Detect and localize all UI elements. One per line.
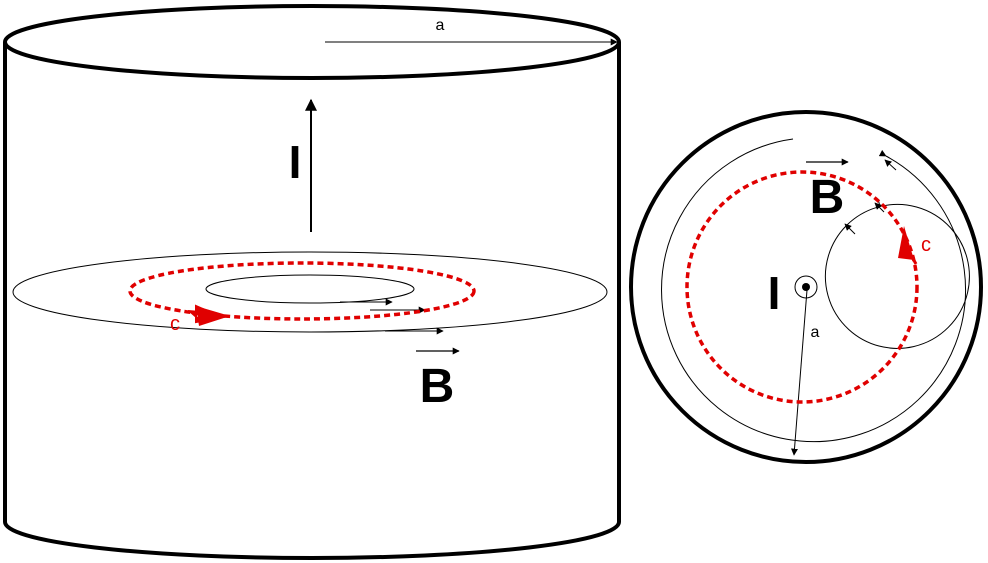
field-arc-inner	[824, 203, 970, 349]
cylinder	[3, 4, 621, 560]
field-label-right: B	[810, 171, 845, 224]
inner-section-ellipse	[205, 274, 415, 304]
outer-section-ellipse	[12, 251, 608, 333]
dot-in-circle-icon	[802, 283, 810, 291]
contour-c-left	[128, 261, 476, 321]
field-label-left: B	[420, 360, 455, 413]
contour-label-right: c	[921, 234, 931, 256]
current-label-left: I	[289, 136, 302, 188]
contour-label-left: c	[170, 313, 180, 335]
cross-section	[12, 251, 608, 335]
field-arc-outer	[661, 138, 967, 443]
radius-arrow-right	[791, 289, 808, 456]
contour-arrowhead-left	[196, 306, 230, 326]
contour-c-right	[685, 170, 919, 404]
field-arrowhead-outer-top	[884, 159, 897, 171]
top-view: a c I B	[629, 110, 983, 464]
current-label-right: I	[768, 267, 781, 319]
cylinder-bottom-arc	[3, 521, 621, 560]
field-arrowhead-inner	[844, 223, 856, 235]
field-arrowhead-contour	[874, 202, 885, 213]
contour-arrow-right-shaft	[904, 245, 918, 265]
outer-boundary-circle	[629, 110, 983, 464]
radius-label-right: a	[811, 324, 820, 341]
radius-label-top: a	[436, 17, 445, 34]
